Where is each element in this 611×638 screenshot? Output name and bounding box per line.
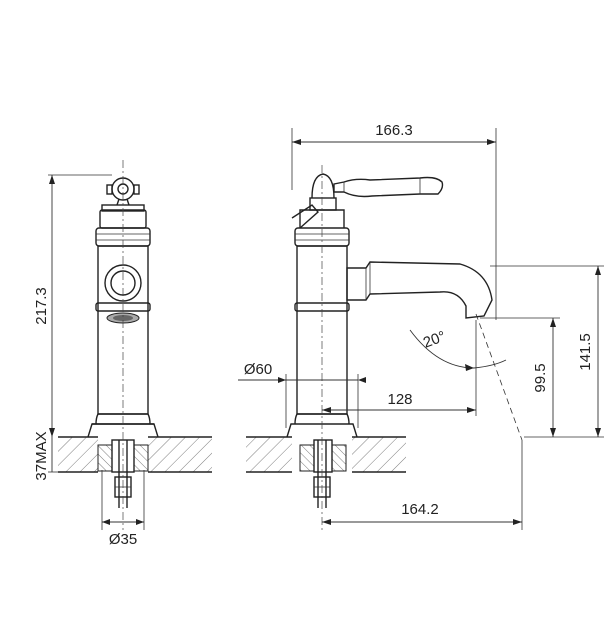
- side-mount-nut-left: [299, 444, 315, 472]
- side-dimensions: 166.3 141.5 99.5 20° Ø60 128: [238, 122, 604, 530]
- dim-outlet-height: 99.5: [532, 363, 549, 392]
- side-view: [246, 165, 523, 530]
- dim-spout-reach: 128: [387, 391, 412, 408]
- side-lever-handle: [333, 176, 444, 198]
- dim-angle: 20°: [421, 328, 448, 352]
- dim-overall-height: 217.3: [33, 287, 50, 325]
- dim-base-to-outlet: 164.2: [401, 501, 439, 518]
- dim-base-diameter: Ø60: [244, 361, 272, 378]
- front-dimensions: 217.3 37MAX Ø35: [33, 174, 145, 548]
- dim-spout-height: 141.5: [577, 333, 594, 371]
- side-spout: [346, 261, 493, 319]
- side-mount-nut-right: [331, 444, 347, 472]
- dim-overall-reach: 166.3: [375, 122, 413, 139]
- front-view: [58, 160, 212, 530]
- front-mount-nut-right: [133, 444, 149, 472]
- dim-mounting-max: 37MAX: [33, 431, 50, 480]
- front-mount-nut-left: [97, 444, 113, 472]
- dim-hole-diameter: Ø35: [109, 531, 137, 548]
